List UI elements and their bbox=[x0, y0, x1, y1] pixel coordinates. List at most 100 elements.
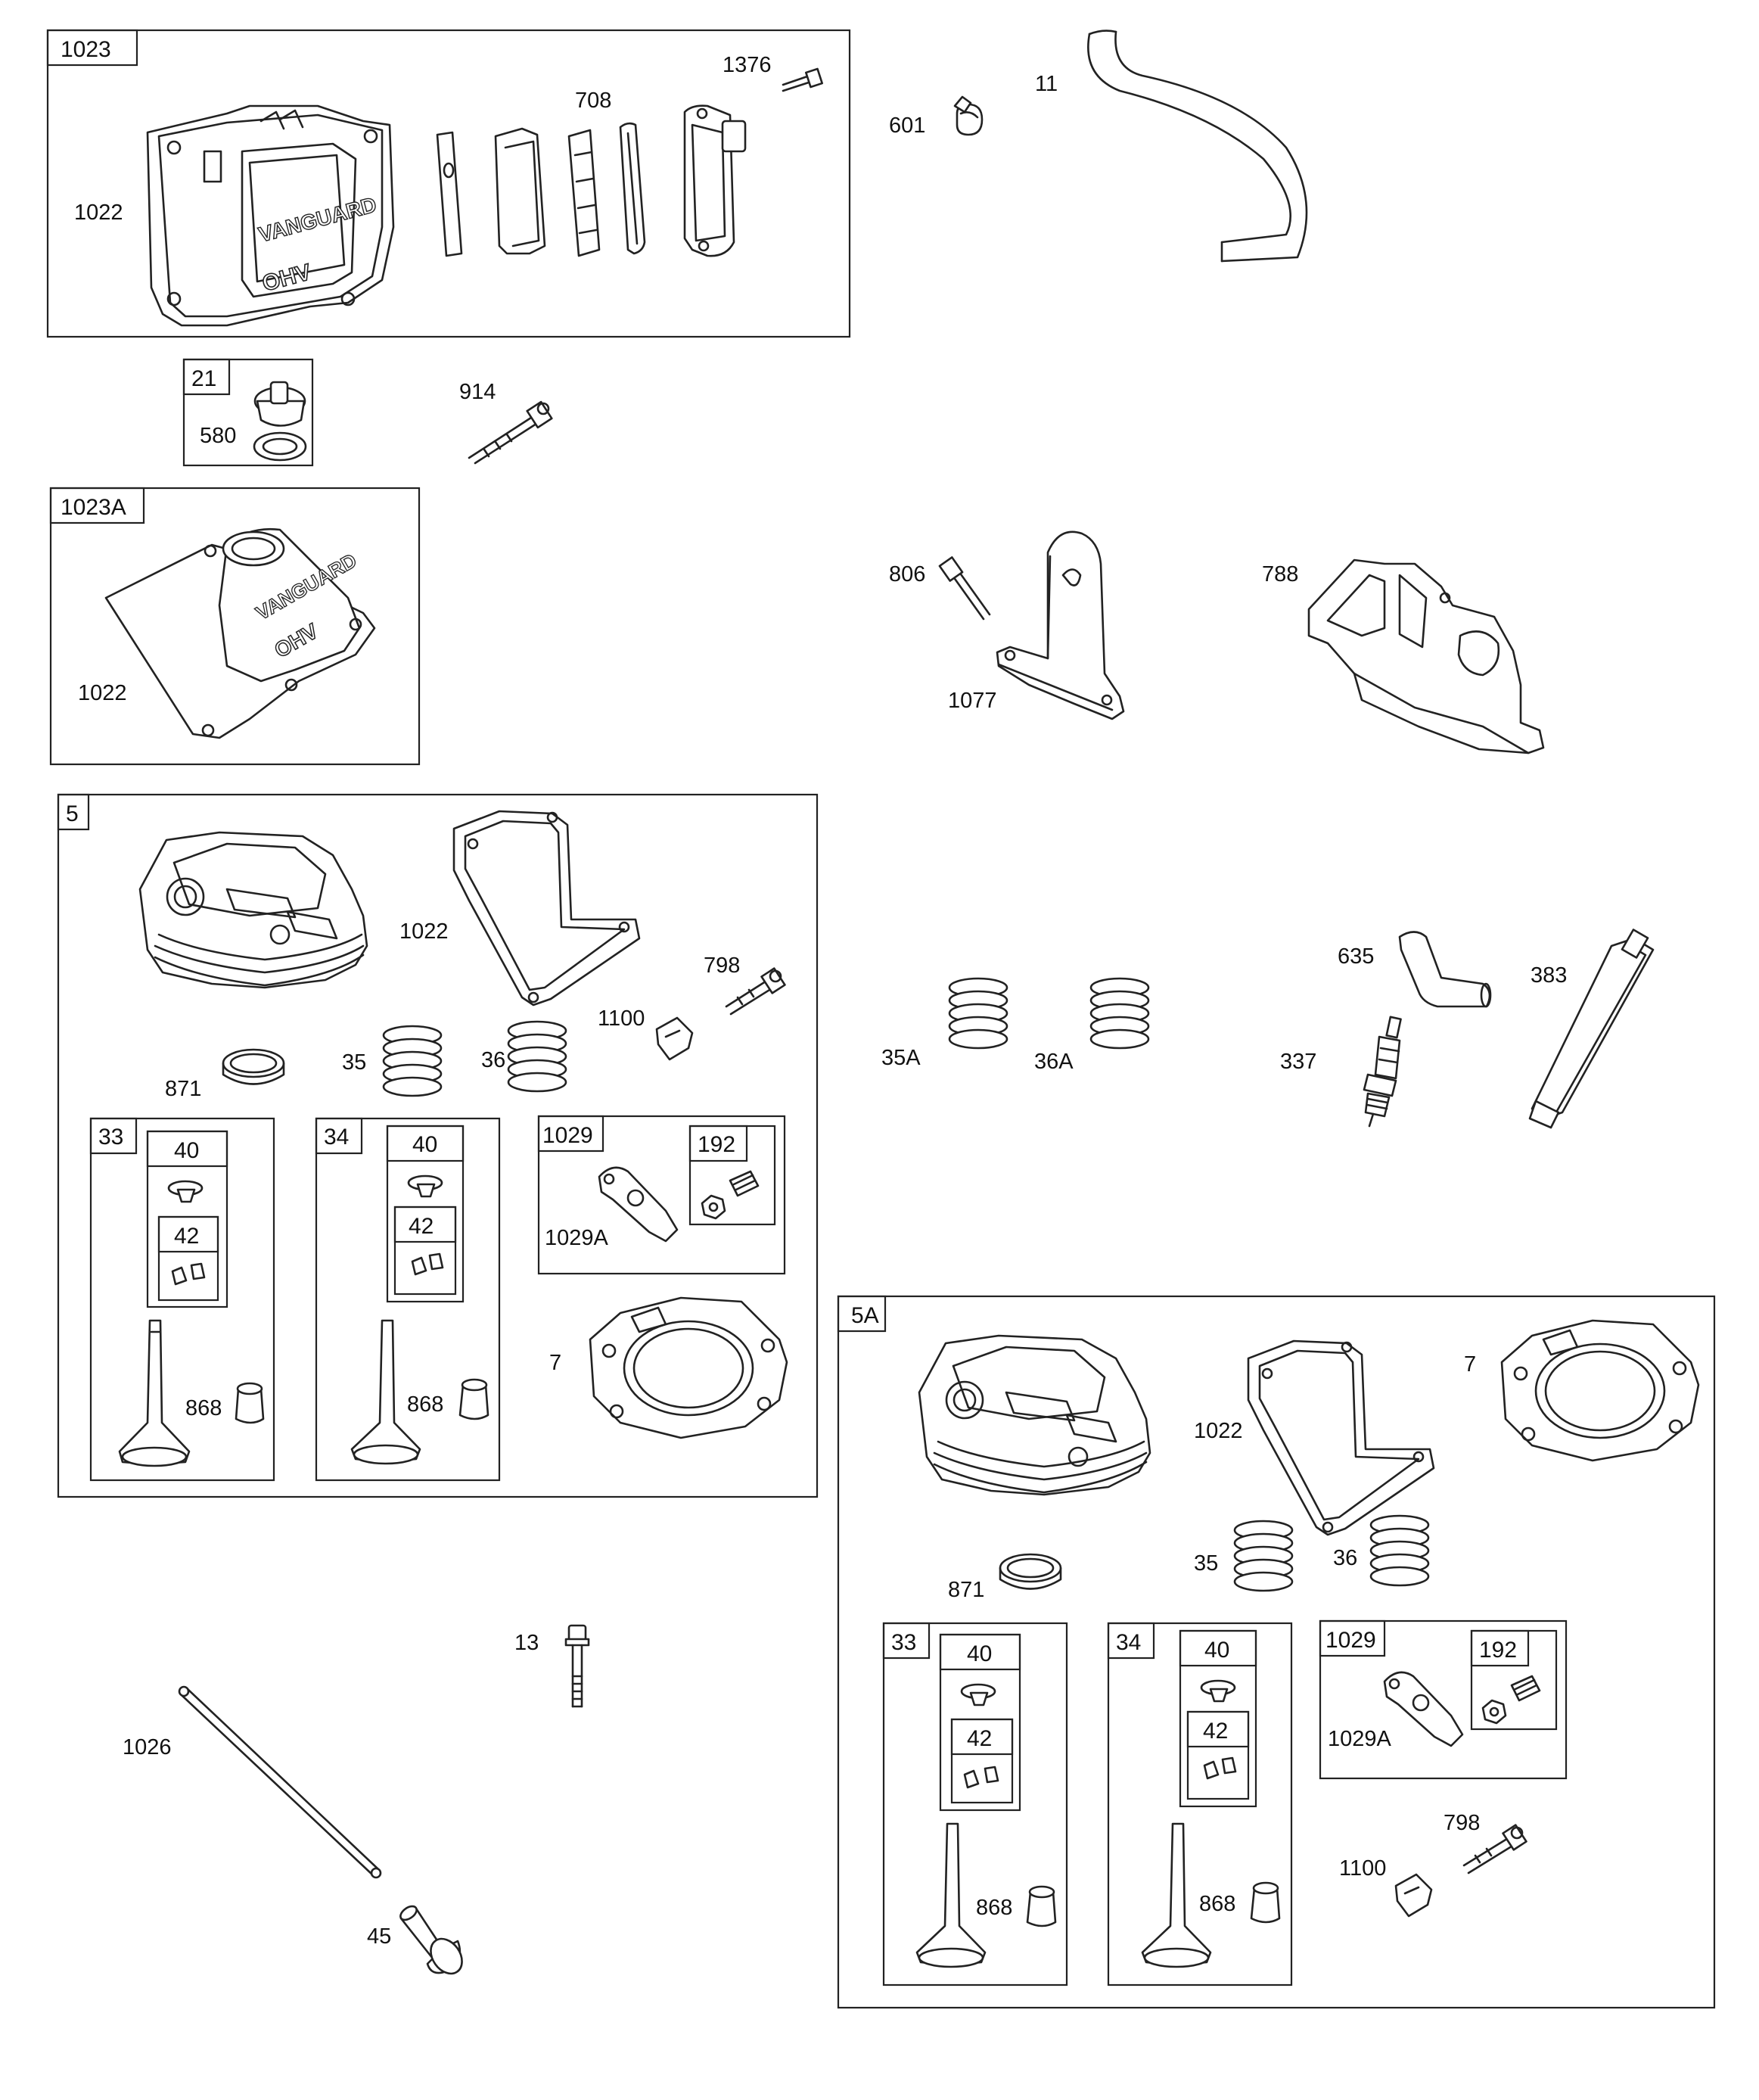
part-label-383: 383 bbox=[1531, 963, 1567, 988]
valve-spring-retainer-icon bbox=[1200, 1679, 1236, 1703]
valve-spring-icon bbox=[507, 1020, 567, 1093]
group-tag-1023A: 1023A bbox=[61, 495, 126, 520]
valve-seal-icon bbox=[458, 1378, 489, 1420]
part-label-798: 798 bbox=[704, 954, 740, 978]
push-rod-icon bbox=[178, 1685, 382, 1879]
gasket-icon bbox=[1500, 1319, 1700, 1462]
bolt-icon bbox=[1462, 1824, 1527, 1874]
valve-seal-ring-icon bbox=[999, 1553, 1062, 1590]
part-label-1022: 1022 bbox=[74, 201, 123, 225]
spark-plug-boot-icon bbox=[1398, 931, 1492, 1008]
valve-cover-icon: VANGUARD OHV bbox=[146, 104, 395, 327]
part-label-1077: 1077 bbox=[948, 689, 997, 713]
part-label-1100: 1100 bbox=[1339, 1856, 1386, 1881]
part-label-7: 7 bbox=[549, 1351, 561, 1375]
part-label-868: 868 bbox=[1199, 1892, 1235, 1916]
bolt-icon bbox=[938, 556, 991, 621]
group-tag-5: 5 bbox=[66, 801, 79, 826]
bolt-icon bbox=[564, 1624, 590, 1708]
retainer-icon bbox=[1394, 1873, 1433, 1918]
group-1029: 1029 192 1029A bbox=[1319, 1619, 1568, 1780]
valve-icon bbox=[915, 1822, 987, 1968]
group-tag-40: 40 bbox=[1204, 1638, 1229, 1663]
group-tag-40: 40 bbox=[174, 1138, 199, 1163]
group-tag-33: 33 bbox=[891, 1630, 916, 1655]
spark-plug-icon bbox=[1363, 1016, 1402, 1128]
group-33: 33 40 42 868 bbox=[882, 1622, 1068, 1986]
group-5: 5 1022 798 bbox=[57, 793, 819, 1498]
ignition-coil-icon bbox=[1528, 929, 1655, 1129]
rocker-arm-icon bbox=[598, 1166, 679, 1243]
part-label-36: 36 bbox=[1333, 1546, 1357, 1570]
part-label-35: 35 bbox=[1194, 1551, 1218, 1576]
valve-keeper-icon bbox=[411, 1252, 444, 1276]
valve-spring-retainer-icon bbox=[407, 1174, 443, 1198]
part-label-635: 635 bbox=[1338, 944, 1374, 969]
valve-keeper-icon bbox=[171, 1262, 206, 1286]
group-tag-21: 21 bbox=[191, 366, 216, 391]
gasket-icon bbox=[452, 810, 641, 1006]
group-tag-40: 40 bbox=[967, 1641, 992, 1666]
tappet-icon bbox=[399, 1905, 463, 1975]
group-tag-40: 40 bbox=[412, 1132, 437, 1157]
group-1023A: 1023A VANGUARD OHV 1022 bbox=[49, 487, 421, 766]
part-label-868: 868 bbox=[185, 1396, 222, 1420]
valve-seal-icon bbox=[235, 1382, 265, 1424]
valve-spring-icon bbox=[382, 1025, 443, 1097]
group-tag-42: 42 bbox=[409, 1214, 434, 1239]
valve-icon bbox=[1141, 1822, 1212, 1968]
part-label-708: 708 bbox=[575, 89, 611, 113]
gasket-icon bbox=[589, 1296, 788, 1439]
part-label-806: 806 bbox=[889, 562, 925, 586]
part-label-35A: 35A bbox=[881, 1046, 921, 1070]
group-tag-33: 33 bbox=[98, 1125, 123, 1150]
part-label-35: 35 bbox=[342, 1050, 366, 1075]
part-label-1022: 1022 bbox=[78, 681, 127, 705]
part-label-1376: 1376 bbox=[723, 53, 772, 77]
part-label-871: 871 bbox=[948, 1578, 984, 1602]
gasket-icon bbox=[1247, 1339, 1435, 1536]
bolt-icon bbox=[782, 67, 823, 92]
part-label-337: 337 bbox=[1280, 1050, 1316, 1074]
group-34: 34 40 42 868 bbox=[315, 1117, 501, 1482]
valve-seal-icon bbox=[1250, 1881, 1281, 1924]
part-label-868: 868 bbox=[407, 1392, 443, 1417]
part-label-45: 45 bbox=[367, 1924, 391, 1949]
part-label-914: 914 bbox=[459, 380, 496, 404]
group-1029: 1029 192 1029A bbox=[537, 1115, 786, 1275]
part-label-7: 7 bbox=[1464, 1352, 1476, 1377]
part-label-13: 13 bbox=[514, 1631, 539, 1655]
group-33: 33 40 42 868 bbox=[89, 1117, 275, 1482]
group-tag-42: 42 bbox=[174, 1224, 199, 1249]
group-5A: 5A 1022 7 bbox=[837, 1295, 1716, 2009]
hose-clamp-icon bbox=[953, 95, 984, 136]
retainer-icon bbox=[655, 1016, 694, 1061]
valve-seal-icon bbox=[1026, 1885, 1057, 1927]
bolt-icon bbox=[725, 967, 786, 1016]
rocker-nut-icon bbox=[701, 1194, 726, 1220]
valve-spring-icon bbox=[1369, 1514, 1430, 1587]
group-tag-192: 192 bbox=[1479, 1638, 1517, 1663]
part-label-601: 601 bbox=[889, 114, 925, 138]
oil-fill-cap-icon bbox=[253, 381, 307, 462]
group-tag-1023: 1023 bbox=[61, 37, 111, 62]
cylinder-head-icon bbox=[918, 1334, 1151, 1496]
valve-spring-retainer-icon bbox=[960, 1683, 996, 1706]
bracket-icon bbox=[996, 530, 1125, 720]
group-tag-42: 42 bbox=[1203, 1719, 1228, 1744]
part-label-580: 580 bbox=[200, 424, 236, 448]
part-label-1022: 1022 bbox=[399, 919, 449, 944]
valve-keeper-icon bbox=[963, 1766, 999, 1789]
valve-spring-retainer-icon bbox=[167, 1180, 204, 1203]
rocker-stud-icon bbox=[729, 1170, 760, 1197]
group-1023: 1023 VANGUARD OHV 1022 bbox=[46, 29, 851, 338]
part-label-11: 11 bbox=[1035, 72, 1058, 96]
group-34: 34 40 42 868 bbox=[1107, 1622, 1293, 1986]
group-tag-5A: 5A bbox=[851, 1303, 879, 1328]
group-tag-42: 42 bbox=[967, 1726, 992, 1751]
rocker-arm-icon bbox=[1383, 1671, 1464, 1747]
breather-icon bbox=[436, 104, 747, 257]
group-21: 21 580 bbox=[182, 358, 314, 467]
shield-icon bbox=[1307, 558, 1545, 754]
cylinder-head-icon bbox=[138, 831, 368, 989]
